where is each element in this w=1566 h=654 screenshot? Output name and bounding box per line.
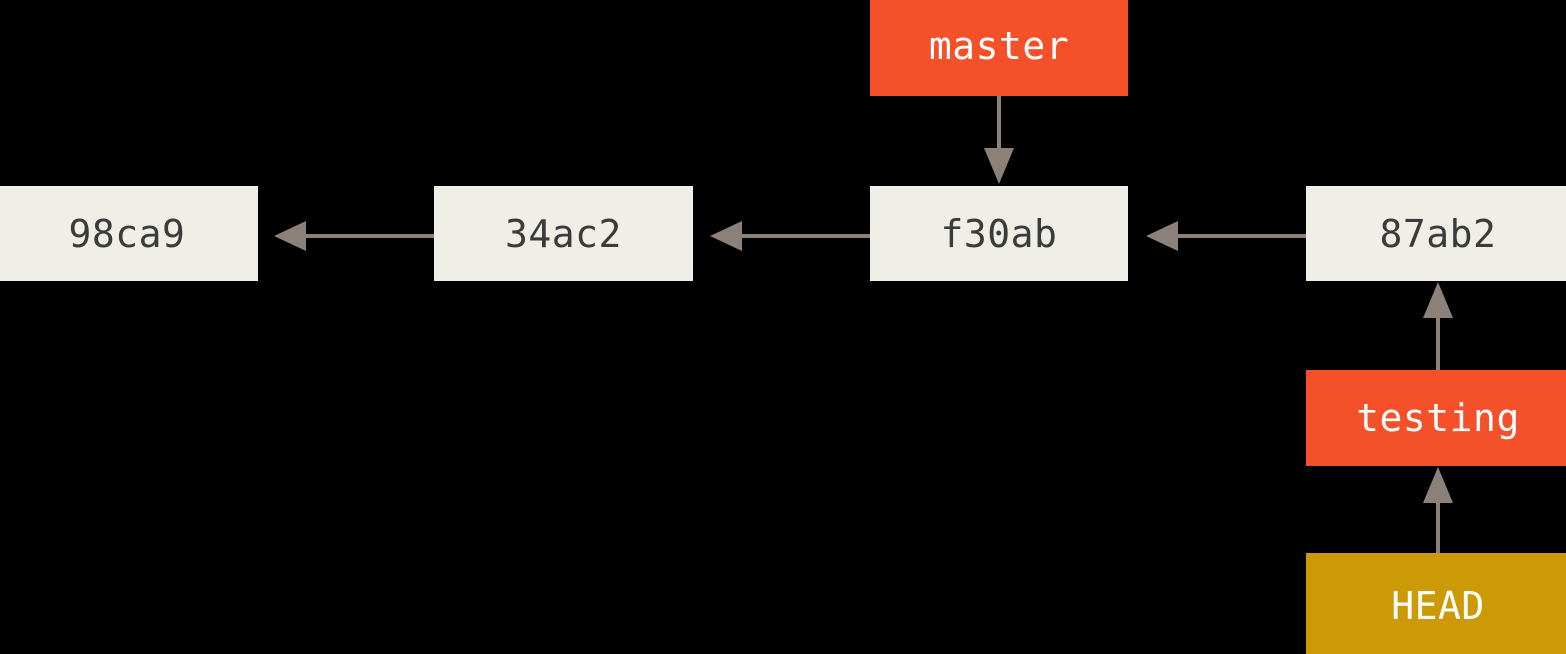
edge-testing-to-87ab2 — [1420, 281, 1456, 370]
edge-master-to-f30ab — [981, 96, 1017, 186]
branch-node-master[interactable]: master — [870, 0, 1128, 96]
branch-node-testing[interactable]: testing — [1306, 370, 1566, 466]
edge-87ab2-to-f30ab — [1128, 218, 1306, 254]
commit-label: 87ab2 — [1379, 211, 1497, 256]
commit-node-98ca9[interactable]: 98ca9 — [0, 186, 258, 281]
edge-head-to-testing — [1420, 466, 1456, 553]
commit-node-87ab2[interactable]: 87ab2 — [1306, 186, 1566, 281]
commit-label: f30ab — [940, 211, 1058, 256]
commit-node-f30ab[interactable]: f30ab — [870, 186, 1128, 281]
commit-label: 34ac2 — [505, 211, 622, 256]
edge-f30ab-to-34ac2 — [693, 218, 870, 254]
head-pointer-node[interactable]: HEAD — [1306, 553, 1566, 654]
edge-34ac2-to-98ca9 — [258, 218, 434, 254]
head-label: HEAD — [1391, 583, 1485, 628]
branch-label: master — [928, 24, 1070, 68]
commit-label: 98ca9 — [68, 211, 186, 256]
branch-label: testing — [1356, 396, 1520, 440]
commit-node-34ac2[interactable]: 34ac2 — [434, 186, 693, 281]
